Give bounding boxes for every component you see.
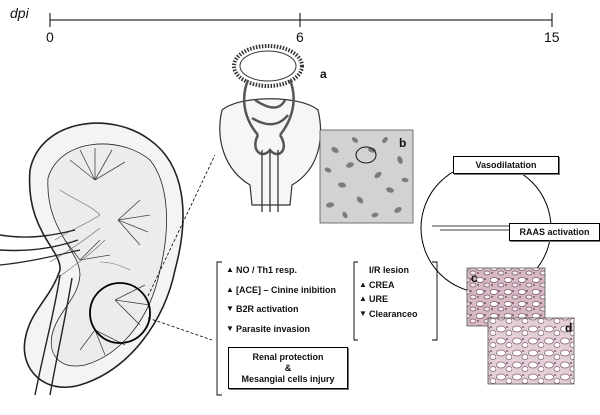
timeline-tick-15: 15 [544,29,560,45]
mechanism-bracket [216,261,222,396]
histology-c [466,267,546,327]
leader-line-lower [147,317,213,341]
mechanism-list: ▲ NO / Th1 resp. ▲ [ACE] – Cinine inibit… [226,265,360,343]
arrow-up-icon: ▲ [359,294,367,303]
mechanism-item: ▼ B2R activation [226,304,299,314]
histology-d [487,317,575,385]
arrow-down-icon: ▼ [226,323,234,333]
glomerulus-illustration [219,44,322,212]
timeline-tick-6: 6 [296,29,304,45]
leader-line-upper [147,154,216,297]
timeline [49,13,553,27]
arrow-up-icon: ▲ [359,279,367,289]
arrow-down-icon: ▼ [359,308,367,318]
panel-label-c: c [471,271,478,285]
kidney-illustration [0,122,184,396]
renal-protection-box: Renal protection & Mesangial cells injur… [228,347,348,389]
arrow-up-icon: ▲ [226,265,234,274]
panel-label-b: b [399,136,407,150]
ir-lesion-list: I/R lesion ▲ CREA ▲ URE ▼ Clearanceo [359,265,439,323]
micrograph-b [319,129,414,224]
mechanism-item: ▲ [ACE] – Cinine inibition [226,284,336,295]
mechanism-item: ▼ Parasite invasion [226,323,311,334]
panel-label-a: a [320,67,327,81]
ir-lesion-title: I/R lesion [369,265,410,275]
arrow-up-icon: ▲ [226,284,234,294]
raas-activation-box: RAAS activation [509,223,600,241]
timeline-tick-0: 0 [46,29,54,45]
arrow-down-icon: ▼ [226,304,234,313]
vasodilatation-box: Vasodilatation [453,156,559,174]
mechanism-item: ▲ NO / Th1 resp. [226,265,298,275]
ir-item: ▼ Clearanceo [359,308,418,319]
timeline-axis-label: dpi [10,5,29,21]
ir-bracket [353,261,438,341]
ir-item: ▲ CREA [359,279,395,290]
panel-label-d: d [565,321,573,335]
ir-item: ▲ URE [359,294,389,304]
